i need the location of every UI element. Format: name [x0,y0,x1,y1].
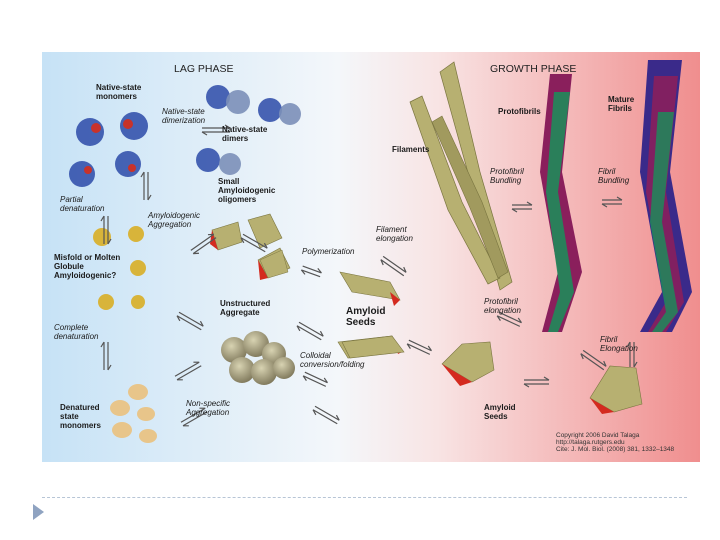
equilibrium-arrow [100,341,112,371]
label-filaments: Filaments [392,145,430,154]
mature-fibrils [640,60,692,332]
native-monomers [69,112,148,187]
equilibrium-arrow [312,405,340,425]
equilibrium-arrow [601,196,623,208]
equilibrium-arrow [511,201,533,213]
equilibrium-arrow [176,311,204,331]
slide-divider [42,497,687,498]
equilibrium-arrow [100,215,112,245]
equilibrium-arrow [300,265,322,278]
equilibrium-arrow [174,361,202,381]
label-protofibrils: Protofibrils [498,107,541,116]
diagram-background [42,52,700,462]
equilibrium-arrow [240,233,268,253]
lag-phase-label: LAG PHASE [174,63,234,75]
filaments [409,61,513,291]
equilibrium-arrow [523,376,550,388]
molten-globules [93,226,146,310]
equilibrium-arrows [100,124,638,427]
equilibrium-arrow [626,341,638,368]
growth-phase-label: GROWTH PHASE [490,63,576,75]
equilibrium-arrow [140,171,152,201]
equilibrium-arrow [296,321,324,341]
equilibrium-arrow [380,255,407,277]
amyloid-pathway-diagram: LAG PHASE GROWTH PHASE [42,52,700,462]
colloidal-seed [341,335,405,359]
equilibrium-arrow [180,407,208,427]
amyloid-seeds-right [441,341,643,414]
equilibrium-arrow [302,371,329,387]
equilibrium-arrow [496,311,523,327]
denatured-monomers [110,384,157,443]
native-dimers [196,85,301,175]
label-polymerization: Polymerization [302,247,355,256]
equilibrium-arrow [580,349,607,371]
equilibrium-arrow [190,233,217,255]
equilibrium-arrow [201,124,231,136]
equilibrium-arrow [406,339,433,355]
protofibrils [540,74,582,332]
slide-bullet-triangle-icon [33,504,44,520]
unstructured-aggregate [221,331,295,385]
